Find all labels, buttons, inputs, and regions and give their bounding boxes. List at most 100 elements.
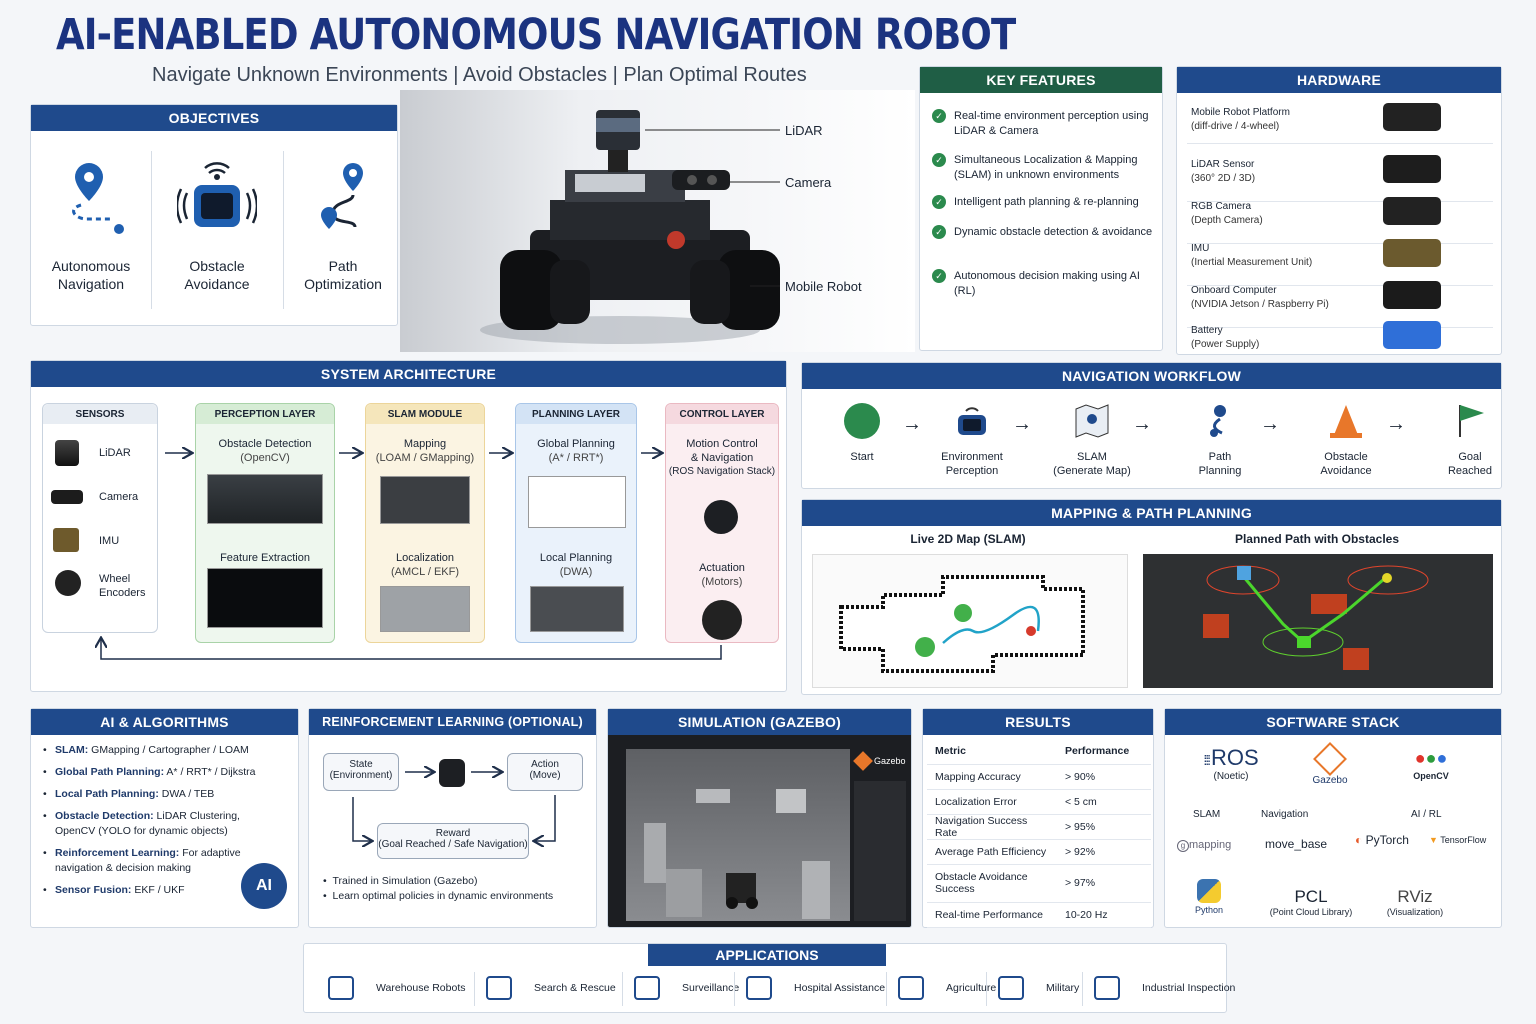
stack-slam-label: SLAM <box>1193 809 1221 820</box>
hardware-divider <box>1187 285 1493 286</box>
results-value: > 95% <box>1057 814 1151 840</box>
rescue-car-icon <box>486 976 512 1000</box>
slam-a2: (LOAM / GMapping) <box>375 452 475 464</box>
application-label: Military <box>1046 982 1080 994</box>
results-row: Mapping Accuracy> 90% <box>927 764 1151 790</box>
algorithm-key: Reinforcement Learning: <box>55 847 180 859</box>
mapping-thumbnail <box>380 476 470 524</box>
workflow-step-label: Path <box>1208 451 1232 463</box>
hardware-divider <box>1187 143 1493 144</box>
rl-reward-box: Reward (Goal Reached / Safe Navigation) <box>377 823 529 859</box>
inspection-icon <box>1094 976 1120 1000</box>
perception-b: Feature Extraction <box>220 552 310 564</box>
gazebo-viewport <box>626 749 850 921</box>
results-value: < 5 cm <box>1057 789 1151 815</box>
path-planning-icon <box>1202 403 1238 439</box>
sensor-label-imu: IMU <box>99 535 120 547</box>
workflow-step-label: Obstacle <box>1324 451 1368 463</box>
application-divider <box>986 972 987 1006</box>
page-title: AI-ENABLED AUTONOMOUS NAVIGATION ROBOT <box>56 10 1016 60</box>
algorithm-key: Obstacle Detection: <box>55 810 154 822</box>
hardware-desc: (Depth Camera) <box>1191 215 1263 226</box>
application-divider <box>622 972 623 1006</box>
results-value: > 97% <box>1057 864 1151 903</box>
workflow-arrow: → <box>1260 413 1280 435</box>
key-features-panel: KEY FEATURES ✓Real-time environment perc… <box>919 66 1163 351</box>
hardware-name: Battery <box>1191 325 1223 336</box>
results-metric: Obstacle Avoidance Success <box>927 864 1057 903</box>
algorithm-item: •Sensor Fusion: EKF / UKF <box>43 883 243 898</box>
battery-icon <box>1383 321 1441 349</box>
objective-label-1: Obstacle Avoidance <box>184 258 250 292</box>
rl-state-box: State (Environment) <box>323 753 399 791</box>
application-label: Agriculture <box>946 982 997 994</box>
system-architecture-panel: SYSTEM ARCHITECTURE SENSORS LiDAR Camera… <box>30 360 787 692</box>
objectives-panel: OBJECTIVES Autonomous Navigation Obstacl… <box>30 104 398 326</box>
wheel-encoder-icon <box>55 570 81 596</box>
gazebo-logo: Gazebo <box>853 749 908 773</box>
mapping-left-label: Live 2D Map (SLAM) <box>910 532 1026 546</box>
perception-a2: (OpenCV) <box>240 452 290 464</box>
results-col-metric: Metric <box>927 739 1057 765</box>
imu-icon <box>53 528 79 552</box>
algorithm-item: •Local Path Planning: DWA / TEB <box>43 787 283 802</box>
perception-layer-box: PERCEPTION LAYER Obstacle Detection (Ope… <box>195 403 335 643</box>
route-pins-icon <box>313 159 383 239</box>
results-value: > 92% <box>1057 839 1151 865</box>
hardware-desc: (360° 2D / 3D) <box>1191 173 1256 184</box>
robot-hero-image: LiDAR Camera Mobile Robot <box>400 90 915 352</box>
application-divider <box>1082 972 1083 1006</box>
results-metric: Average Path Efficiency <box>927 839 1057 865</box>
hardware-panel: HARDWARE Mobile Robot Platform(diff-driv… <box>1176 66 1502 355</box>
planning-layer-box: PLANNING LAYER Global Planning (A* / RRT… <box>515 403 637 643</box>
check-icon: ✓ <box>932 225 946 239</box>
localization-thumbnail <box>380 586 470 632</box>
ai-brain-icon: AI <box>241 863 287 909</box>
sensors-title: SENSORS <box>43 404 157 424</box>
control-b2: (Motors) <box>701 576 743 588</box>
architecture-arrows <box>31 361 722 660</box>
algorithm-key: Sensor Fusion: <box>55 884 132 896</box>
rl-action: Action <box>531 759 559 770</box>
warehouse-icon <box>328 976 354 1000</box>
check-icon: ✓ <box>932 269 946 283</box>
application-label: Warehouse Robots <box>376 982 466 994</box>
objective-label-0: Autonomous Navigation <box>51 258 131 292</box>
results-metric: Navigation Success Rate <box>927 814 1057 840</box>
planning-b2: (DWA) <box>559 566 593 578</box>
results-table: Metric Performance Mapping Accuracy> 90%… <box>927 739 1151 928</box>
rl-action-sub: (Move) <box>529 770 561 781</box>
perception-title: PERCEPTION LAYER <box>196 404 334 424</box>
rl-arrows <box>352 709 556 929</box>
control-a2: & Navigation <box>690 452 754 464</box>
bullet: • <box>43 766 47 778</box>
rl-state-sub: (Environment) <box>329 770 393 781</box>
planning-a2: (A* / RRT*) <box>548 452 604 464</box>
rl-reward: Reward <box>435 828 471 839</box>
sensors-box: SENSORS LiDAR Camera IMU Wheel Encoders <box>42 403 158 633</box>
control-a: Motion Control <box>686 438 758 450</box>
software-heading: SOFTWARE STACK <box>1165 709 1501 735</box>
ros-dots-icon: ⁞⁞⁞ <box>1203 752 1211 768</box>
goal-flag-icon <box>1452 403 1488 439</box>
hardware-name: Onboard Computer <box>1191 285 1277 296</box>
stack-nav-label: Navigation <box>1261 809 1309 820</box>
opencv-text: OpenCV <box>1413 771 1449 781</box>
pcl-logo: PCL (Point Cloud Library) <box>1261 887 1361 917</box>
hardware-desc: (Power Supply) <box>1191 339 1260 350</box>
feature-item: Autonomous decision making using AI (RL) <box>954 270 1140 297</box>
mapping-heading: MAPPING & PATH PLANNING <box>802 500 1501 526</box>
onboard-computer-icon <box>1383 281 1441 309</box>
hardware-name: RGB Camera <box>1191 201 1252 212</box>
pytorch-flame-icon: ◐ <box>1355 833 1366 847</box>
feature-item: Simultaneous Localization & Mapping (SLA… <box>954 154 1138 181</box>
hardware-divider <box>1187 327 1493 328</box>
results-row: Navigation Success Rate> 95% <box>927 814 1151 840</box>
opencv-rings-icon: ●●● <box>1414 748 1448 768</box>
rl-note-1: • Learn optimal policies in dynamic envi… <box>323 890 554 902</box>
robot-label-mobile: Mobile Robot <box>785 279 862 294</box>
mapping-right-label: Planned Path with Obstacles <box>1234 532 1400 546</box>
bullet: • <box>43 884 47 896</box>
gazebo-stack-logo: Gazebo <box>1295 742 1365 786</box>
